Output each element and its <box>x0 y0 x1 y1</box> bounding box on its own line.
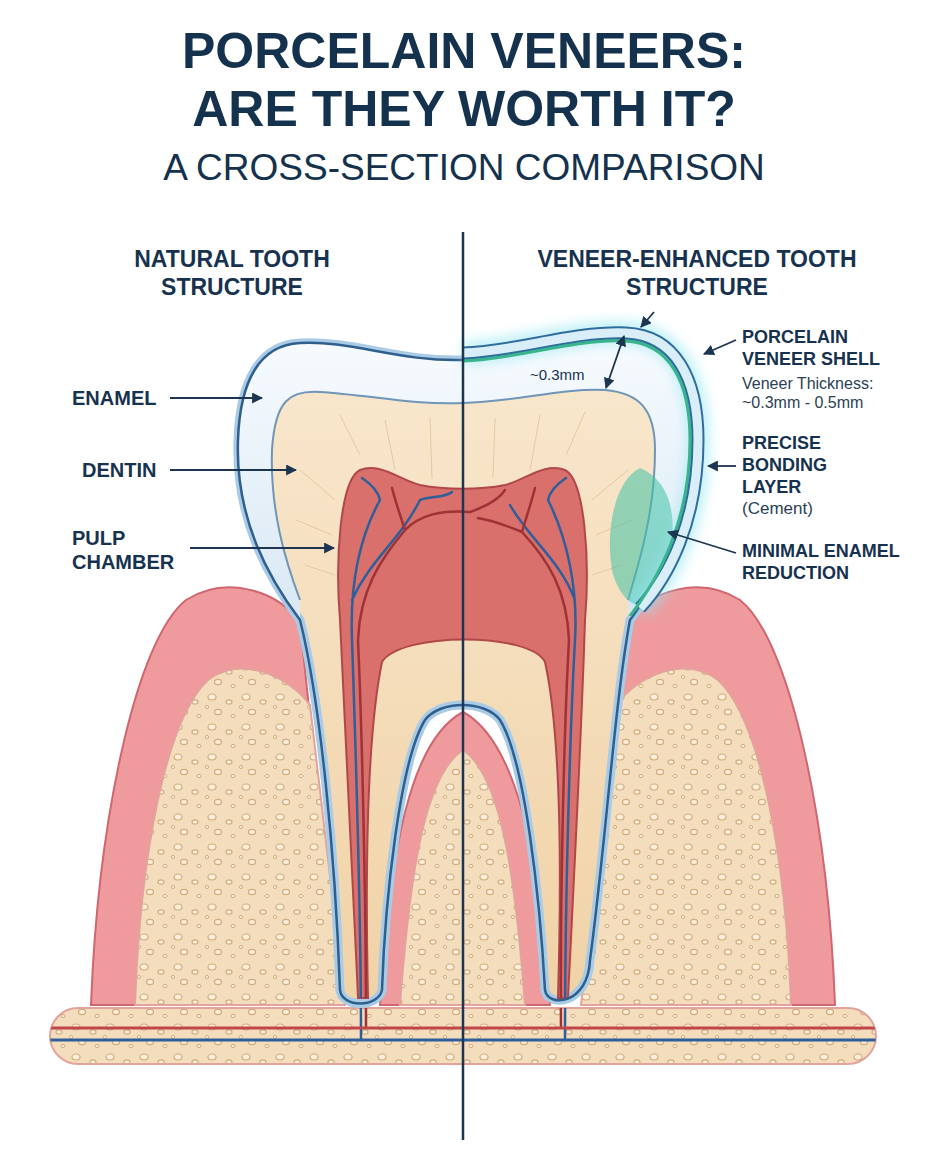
enamel <box>238 340 692 620</box>
column-heading: NATURAL TOOTH STRUCTURE <box>82 245 382 301</box>
dimension-line <box>606 336 624 388</box>
tooth-outline <box>238 340 692 1004</box>
leader-line <box>708 465 736 467</box>
column-heading: VENEER-ENHANCED TOOTH STRUCTURE <box>490 245 904 301</box>
part-label: PORCELAIN VENEER SHELL <box>742 326 914 370</box>
leader-line <box>170 469 296 471</box>
part-label: DENTIN <box>82 458 182 482</box>
leader-line <box>668 532 736 553</box>
note-text: Veneer Thickness: ~0.3mm - 0.5mm <box>742 374 892 412</box>
leader-line <box>170 397 262 399</box>
leader-lines <box>170 312 736 553</box>
part-label: PULP CHAMBER <box>72 526 184 574</box>
bonding-layer <box>463 341 690 616</box>
veneer-shell-fill <box>463 333 698 608</box>
divider-line <box>462 232 465 1140</box>
note-text: (Cement) <box>742 499 862 519</box>
veneer-shell <box>463 333 698 608</box>
part-label: MINIMAL ENAMEL REDUCTION <box>742 540 914 584</box>
artery <box>478 488 569 1028</box>
subtitle: A CROSS-SECTION COMPARISON <box>44 146 884 190</box>
part-label: ENAMEL <box>72 386 172 410</box>
leader-line <box>641 312 654 327</box>
veneer-glow <box>463 333 698 608</box>
artery <box>358 488 505 1028</box>
leader-line <box>190 547 334 549</box>
dimension-label: ~0.3mm <box>530 366 594 384</box>
leader-line <box>704 340 736 354</box>
tooth-root-band <box>238 340 692 1004</box>
part-label: PRECISE BONDING LAYER <box>742 432 862 498</box>
title: PORCELAIN VENEERS: ARE THEY WORTH IT? <box>144 22 784 138</box>
